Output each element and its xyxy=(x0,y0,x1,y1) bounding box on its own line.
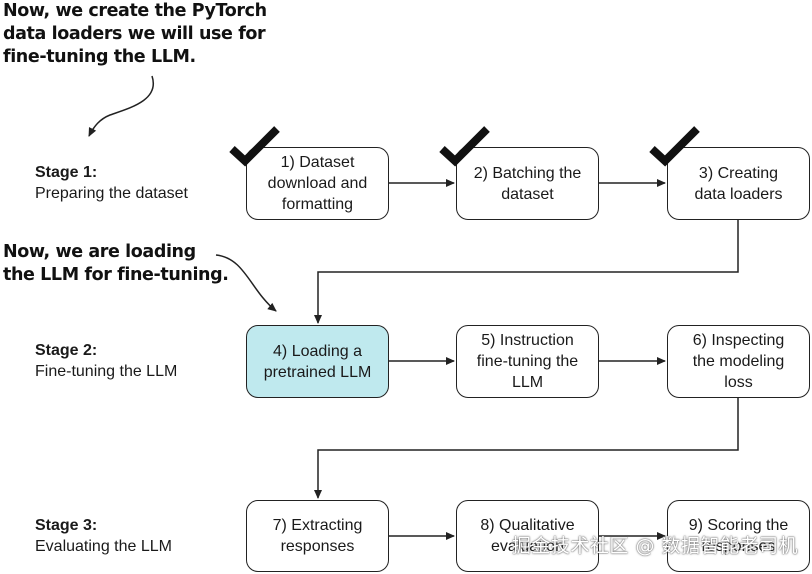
arrow-6-7 xyxy=(314,398,739,499)
annotation-data-loaders: Now, we create the PyTorch data loaders … xyxy=(3,1,267,67)
stage-2-label: Stage 2: Fine-tuning the LLM xyxy=(35,340,177,382)
watermark: 掘金技术社区 @ 数据智能老司机 xyxy=(511,535,798,557)
step-3-data-loaders: 3) Creating data loaders xyxy=(667,147,810,220)
checkmark-icon xyxy=(439,126,490,167)
step-2-batching: 2) Batching the dataset xyxy=(456,147,599,220)
callout-arrow-top xyxy=(88,75,155,137)
step-5-instruction-finetuning: 5) Instruction fine-tuning the LLM xyxy=(456,325,599,398)
step-8-qualitative-eval: 8) Qualitative evaluation xyxy=(456,500,599,572)
stage-3-desc: Evaluating the LLM xyxy=(35,538,172,555)
stage-2-desc: Fine-tuning the LLM xyxy=(35,363,178,380)
arrow-3-4 xyxy=(314,220,739,324)
step-9-scoring-responses: 9) Scoring the responses xyxy=(667,500,810,572)
checkmark-icon xyxy=(649,126,700,167)
stage-1-desc: Preparing the dataset xyxy=(35,185,188,202)
checkmark-icon xyxy=(229,126,280,167)
callout-arrow-middle xyxy=(215,254,277,312)
stage-1-label: Stage 1: Preparing the dataset xyxy=(35,162,188,204)
step-6-inspecting-loss: 6) Inspecting the modeling loss xyxy=(667,325,810,398)
step-1-dataset-download: 1) Dataset download and formatting xyxy=(246,147,389,220)
stage-3-name: Stage 3: xyxy=(35,517,98,534)
stage-1-name: Stage 1: xyxy=(35,164,98,181)
stage-3-label: Stage 3: Evaluating the LLM xyxy=(35,515,172,557)
stage-2-name: Stage 2: xyxy=(35,342,98,359)
step-4-loading-llm: 4) Loading a pretrained LLM xyxy=(246,325,389,398)
step-7-extracting-responses: 7) Extracting responses xyxy=(246,500,389,572)
annotation-loading-llm: Now, we are loading the LLM for fine-tun… xyxy=(3,242,229,285)
